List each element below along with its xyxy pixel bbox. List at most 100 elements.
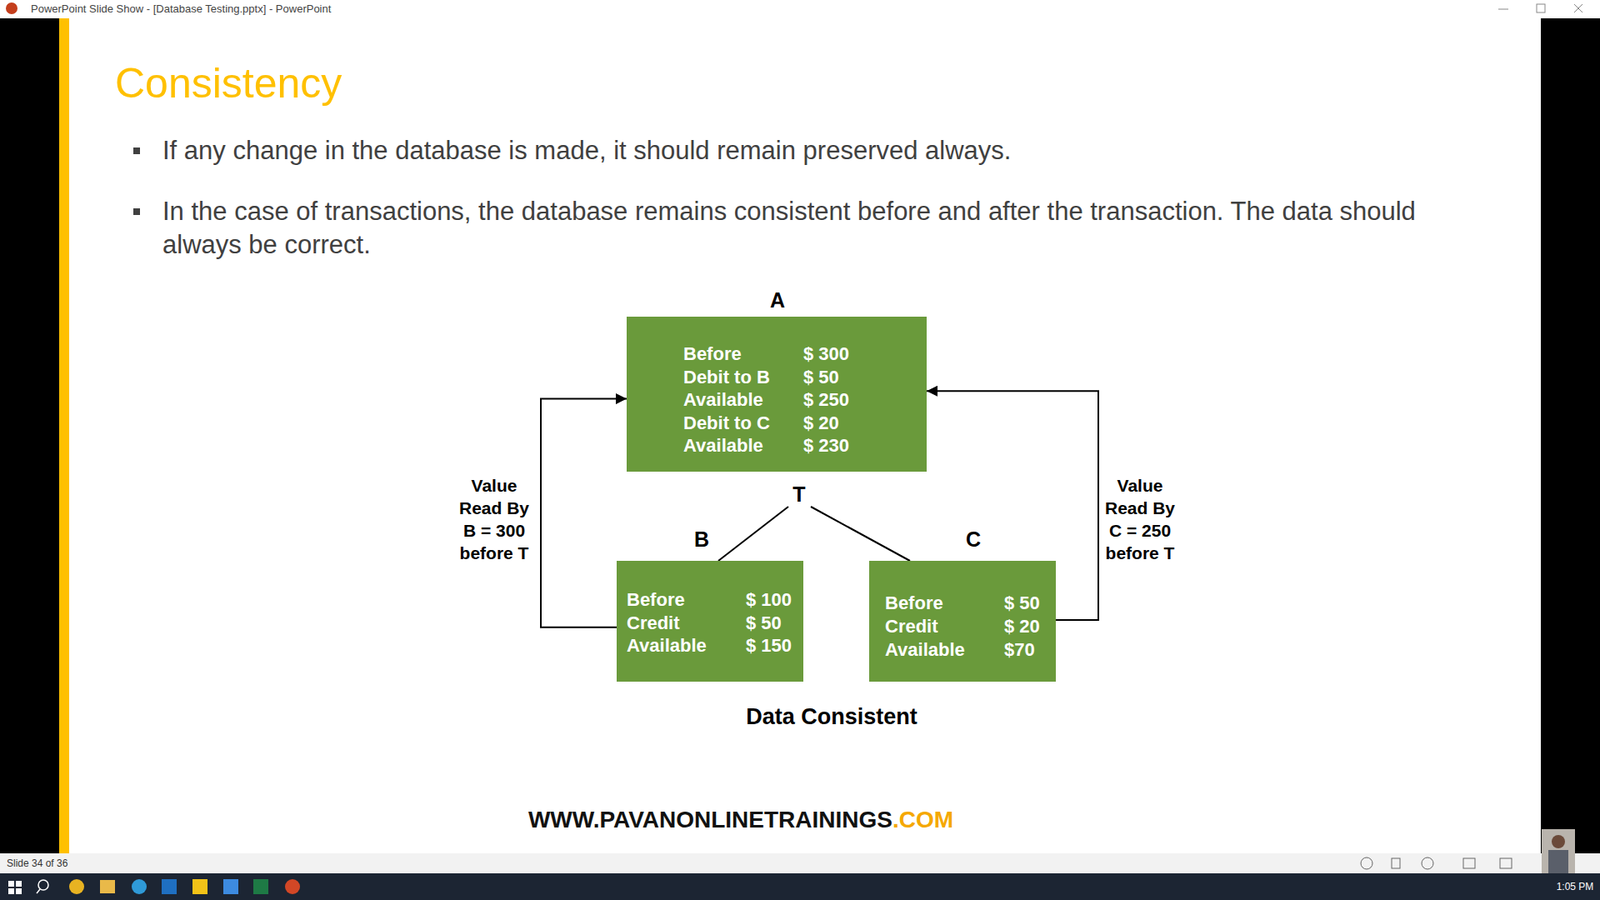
- amount-value: $70: [1004, 639, 1035, 661]
- row-label: Credit: [885, 615, 939, 638]
- diagram-caption: Data Consistent: [745, 702, 918, 731]
- title-slot: Consistency: [115, 57, 342, 110]
- app-icon: [253, 879, 269, 895]
- label-slot: Slide 34 of 36: [6, 857, 68, 870]
- row-label: Before: [885, 592, 944, 615]
- app-icon: [5, 2, 18, 15]
- website-text: WWW.PAVANONLINETRAININGS: [528, 805, 893, 835]
- amount-value: $ 250: [803, 389, 850, 411]
- status-text: Slide 34 of 36: [6, 857, 68, 870]
- caption-slot: Data Consistent: [745, 702, 918, 731]
- row-label: Debit to B: [683, 366, 770, 389]
- clock-text: 1:05 PM: [1556, 880, 1595, 894]
- amount-value: $ 150: [745, 635, 792, 657]
- transaction-label: T: [792, 481, 805, 508]
- row-label-slot: Available: [626, 635, 707, 657]
- edge-label-slot: Value Read By C = 250 before T: [1102, 474, 1178, 565]
- status-bar: [0, 853, 1600, 874]
- edge-label: Value Read By B = 300 before T: [456, 474, 532, 565]
- view-icon: [1463, 858, 1475, 869]
- row-label: Debit to C: [683, 412, 770, 435]
- amount-value: $ 20: [803, 412, 840, 435]
- amount-value: $ 20: [1004, 615, 1040, 638]
- label-slot: PowerPoint Slide Show - [Database Testin…: [30, 2, 331, 16]
- row-label: Available: [683, 389, 764, 411]
- search-icon: [38, 880, 49, 890]
- amount-value: $ 300: [803, 343, 850, 365]
- row-label-slot: Available: [683, 389, 764, 411]
- row-value-slot: $ 150: [745, 635, 792, 657]
- taskbar: [0, 873, 1600, 900]
- window-title: PowerPoint Slide Show - [Database Testin…: [30, 2, 331, 16]
- grid-icon: [1500, 858, 1512, 869]
- row-value-slot: $ 100: [745, 589, 792, 611]
- row-label-slot: Available: [683, 435, 764, 457]
- row-label-slot: Before: [683, 343, 742, 365]
- title-bar: [0, 0, 1600, 19]
- slide: [69, 18, 1541, 854]
- prev-icon: [1360, 857, 1373, 870]
- row-value-slot: $70: [1004, 639, 1035, 661]
- account-box: BBefore$ 100Credit$ 50Available$ 150: [616, 560, 804, 682]
- label-slot: T: [792, 481, 805, 508]
- heading-slot: C: [965, 526, 981, 553]
- start-icon: [8, 880, 15, 887]
- heading-slot: B: [694, 526, 710, 553]
- amount-value: $ 50: [1004, 592, 1040, 615]
- row-value-slot: $ 20: [803, 412, 840, 435]
- amount-value: $ 230: [803, 435, 850, 457]
- split-line: [810, 506, 910, 561]
- box-heading: C: [965, 526, 981, 553]
- row-label: Available: [683, 435, 764, 457]
- row-label-slot: Available: [885, 639, 965, 661]
- row-label-slot: Debit to B: [683, 366, 770, 389]
- row-label-slot: Debit to C: [683, 412, 770, 435]
- row-label-slot: Before: [626, 589, 685, 611]
- accent-bar: [59, 18, 70, 854]
- bullet-text: If any change in the database is made, i…: [162, 134, 1011, 168]
- row-label-slot: Before: [885, 592, 944, 615]
- label-slot: If any change in the database is made, i…: [162, 134, 1011, 168]
- account-box: CBefore$ 50Credit$ 20Available$70: [869, 560, 1056, 682]
- minimize-icon: [1498, 9, 1509, 10]
- row-label-slot: Credit: [885, 615, 939, 638]
- row-value-slot: $ 250: [803, 389, 850, 411]
- menu-icon: [1391, 858, 1400, 869]
- box-heading: B: [694, 526, 710, 553]
- start-icon: [8, 888, 15, 895]
- edge-label: Value Read By C = 250 before T: [1102, 474, 1178, 565]
- label-slot: 1:05 PM: [1556, 880, 1595, 894]
- slide-title: Consistency: [115, 57, 342, 110]
- app-icon: [223, 879, 239, 895]
- app-icon: [100, 880, 115, 894]
- website-text: .COM: [892, 805, 954, 835]
- row-value-slot: $ 50: [745, 612, 782, 635]
- row-value-slot: $ 300: [803, 343, 850, 365]
- bullet-text: In the case of transactions, the databas…: [162, 195, 1471, 262]
- row-value-slot: $ 230: [803, 435, 850, 457]
- start-icon: [15, 888, 22, 895]
- box-heading: A: [770, 287, 785, 314]
- label-slot: .COM: [892, 805, 954, 835]
- row-value-slot: $ 20: [1004, 615, 1040, 638]
- label-slot: In the case of transactions, the databas…: [162, 195, 1471, 262]
- next-icon: [1421, 857, 1434, 870]
- app-icon: [131, 879, 147, 895]
- search-icon: [36, 889, 40, 894]
- label-slot: WWW.PAVANONLINETRAININGS: [528, 805, 893, 835]
- restore-icon: [1536, 4, 1545, 13]
- account-box: ABefore$ 300Debit to B$ 50Available$ 250…: [626, 316, 927, 472]
- row-label-slot: Credit: [626, 612, 680, 635]
- row-value-slot: $ 50: [1004, 592, 1040, 615]
- close-icon: [1574, 4, 1583, 13]
- split-line: [718, 506, 789, 561]
- row-label: Before: [683, 343, 742, 365]
- row-value-slot: $ 50: [803, 366, 840, 389]
- amount-value: $ 50: [745, 612, 782, 635]
- row-label: Before: [626, 589, 685, 611]
- app-icon: [285, 879, 300, 895]
- row-label: Credit: [626, 612, 680, 635]
- amount-value: $ 50: [803, 366, 840, 389]
